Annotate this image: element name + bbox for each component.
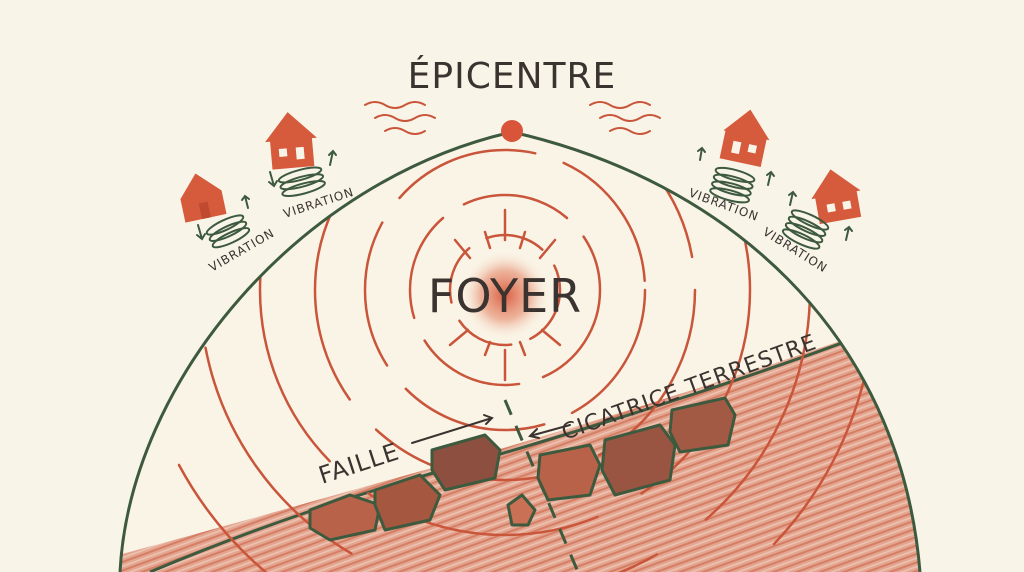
epicentre-label: ÉPICENTRE [408, 55, 617, 97]
house-icon-1 [180, 173, 227, 223]
epicentre-marker [364, 101, 661, 142]
house-icon-3 [719, 109, 770, 167]
foyer-label: FOYER [428, 269, 582, 323]
house-icon-2 [265, 112, 317, 170]
house-icon-4 [811, 169, 862, 225]
spring-icons [205, 166, 830, 250]
label-arrows [411, 414, 571, 444]
vibration-arrows [196, 146, 853, 241]
focus-burst-icon [448, 208, 562, 382]
rock-blocks [308, 396, 737, 542]
